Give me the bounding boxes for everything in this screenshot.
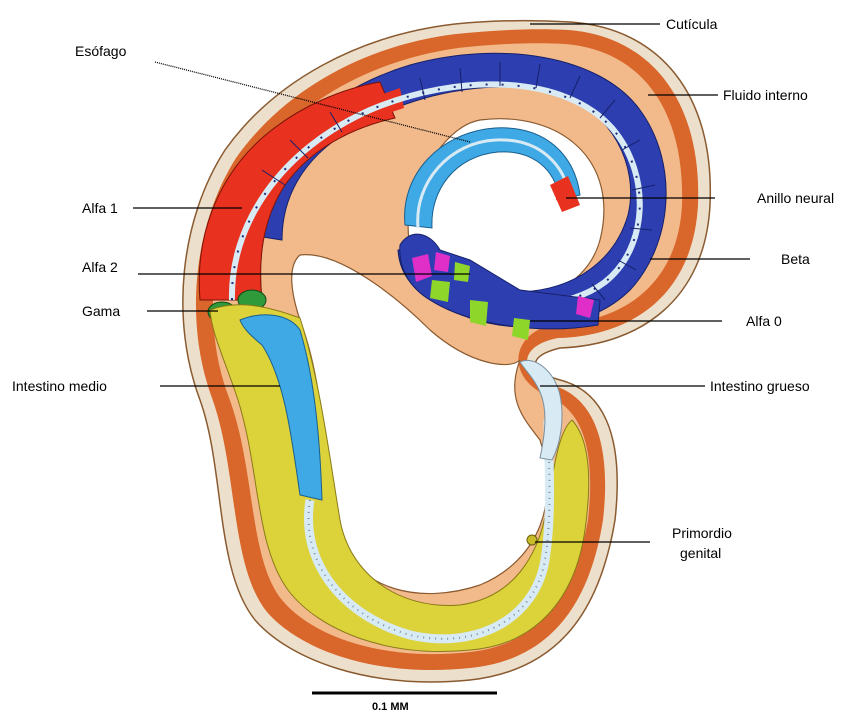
label-beta: Beta xyxy=(781,251,810,267)
label-alfa-0: Alfa 0 xyxy=(746,313,782,329)
label-anillo-neural: Anillo neural xyxy=(757,190,834,206)
cell-lime xyxy=(470,300,488,326)
label-gama: Gama xyxy=(82,303,120,319)
label-primordio-1: Primordio xyxy=(672,525,732,541)
label-primordio-2: genital xyxy=(680,545,721,561)
label-alfa-2: Alfa 2 xyxy=(82,259,118,275)
label-fluido-interno: Fluido interno xyxy=(723,87,808,103)
scale-bar: 0.1 MM xyxy=(312,693,497,713)
scale-bar-label: 0.1 MM xyxy=(372,701,409,713)
genital-primordium xyxy=(527,535,537,545)
label-cuticula: Cutícula xyxy=(666,16,718,32)
label-alfa-1: Alfa 1 xyxy=(82,200,118,216)
label-esofago: Esófago xyxy=(75,43,127,59)
label-intestino-grueso: Intestino grueso xyxy=(710,378,810,394)
label-intestino-medio: Intestino medio xyxy=(12,378,107,394)
